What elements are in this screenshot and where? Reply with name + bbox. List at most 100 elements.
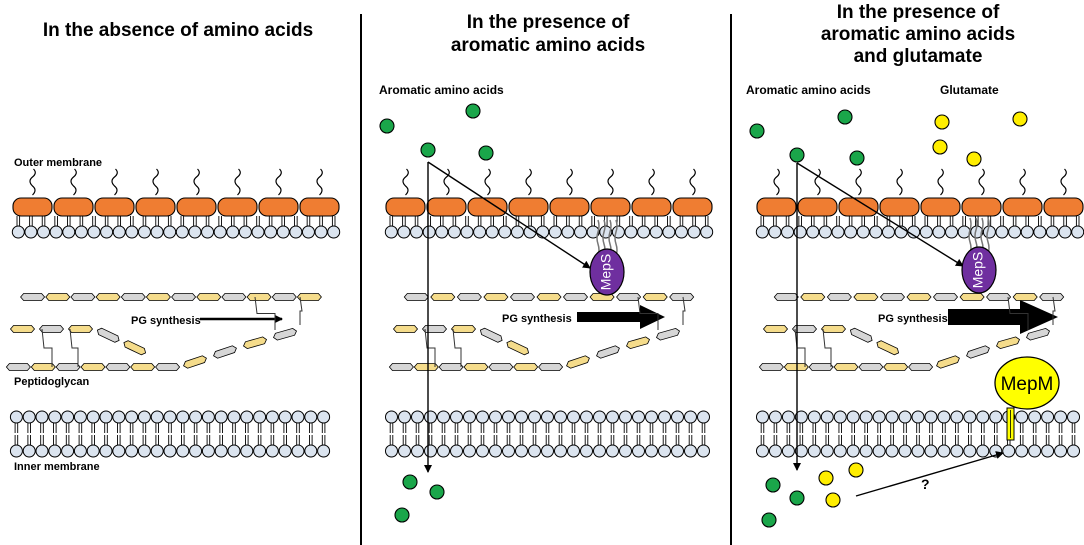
glycan-unit [421,325,448,333]
glycan-unit [995,336,1021,350]
lipid-head [9,410,23,424]
pg-synthesis-arrow [577,305,665,329]
lipid-head [924,410,938,424]
lipid-head [73,410,87,424]
lipid-head [911,410,925,424]
lipid-head [385,444,398,458]
lipid-head [498,225,512,239]
lipid-head [424,444,437,458]
glycan-unit [70,293,96,301]
lipid-head [950,410,964,424]
aromatic-amino-acids-label: Aromatic amino acids [746,83,871,97]
lipid-head [580,410,593,424]
aromatic-amino-acid [429,484,445,500]
glycan-unit [145,293,171,301]
lipid-head [937,444,951,458]
peptide-crosslink [41,328,53,367]
aromatic-amino-acid [420,142,436,158]
lipid-head [502,410,515,424]
glycan-unit [105,363,131,371]
lipid-head [898,444,912,458]
lipid-head [463,410,476,424]
glutamate-label: Glutamate [940,83,999,97]
lipid-head [606,444,619,458]
lipid-head [49,225,63,239]
peptide-crosslink [424,328,436,367]
lipid-head [99,444,113,458]
lipid-head [781,410,795,424]
glycan-unit [456,293,482,301]
glycan-unit [155,363,181,371]
glycan-unit [183,355,207,369]
lipid-head [35,410,49,424]
lipid-head [86,444,100,458]
lipopolysaccharide-chain [855,168,862,196]
peptide-crosslink [452,328,462,367]
glycan-unit [883,363,909,371]
lipid-head [1054,444,1068,458]
glycan-unit [483,293,509,301]
outer-membrane [755,168,1084,239]
glycan-unit [1025,327,1051,341]
lipid-head [976,410,990,424]
glycan-unit [272,327,298,341]
lipid-head [251,225,265,239]
peptide-crosslink [254,296,276,330]
lipid-head [515,444,528,458]
lipid-head [586,225,600,239]
glycan-unit [242,336,268,350]
lipopolysaccharide-chain [814,168,821,196]
lipid-head [398,410,411,424]
glycan-unit [430,293,456,301]
lipid-head [163,410,177,424]
lipid-head [820,444,834,458]
lipid-head [100,225,114,239]
lipid-head [112,410,126,424]
outer-membrane-protein [961,197,1002,217]
lipopolysaccharide-chain [29,168,36,196]
glycan-unit [833,363,859,371]
lipid-head [214,444,228,458]
lipid-head [945,225,959,239]
outer-membrane-protein [467,197,508,217]
unknown-mechanism-label: ? [921,476,930,492]
lipid-head [768,444,782,458]
glycan-unit [246,293,272,301]
lipid-head [86,410,100,424]
lipid-head [317,444,331,458]
peptidoglycan-layer [388,293,695,371]
lipid-head [73,444,87,458]
lipid-head [794,410,808,424]
aromatic-amino-acid [761,512,777,528]
lipid-head [201,225,215,239]
glycan-unit [55,363,81,371]
lipid-head [989,410,1003,424]
lipid-head [885,444,899,458]
glycan-unit [758,363,784,371]
glycan-unit [820,325,847,333]
inner-membrane [9,410,331,458]
lipid-head [645,410,658,424]
glycan-unit [80,363,106,371]
pg-synthesis-arrow [948,300,1058,334]
glycan-unit [853,293,879,301]
lipid-head [1028,444,1042,458]
lipid-head [619,444,632,458]
lipid-head [411,410,424,424]
lipid-head [276,225,290,239]
outer-membrane-protein [299,197,340,217]
lipid-head [755,444,769,458]
lipid-head [1002,444,1016,458]
glycan-unit [45,293,71,301]
glycan-unit [67,325,94,333]
glycan-unit [221,293,247,301]
lipid-head [398,444,411,458]
lipid-head [1058,225,1072,239]
lipid-head [264,225,278,239]
glycan-unit [9,325,36,333]
glycan-unit [536,293,562,301]
lipid-head [265,410,279,424]
glutamate-molecule [818,470,834,486]
outer-membrane-protein [838,197,879,217]
lipid-head [768,225,782,239]
